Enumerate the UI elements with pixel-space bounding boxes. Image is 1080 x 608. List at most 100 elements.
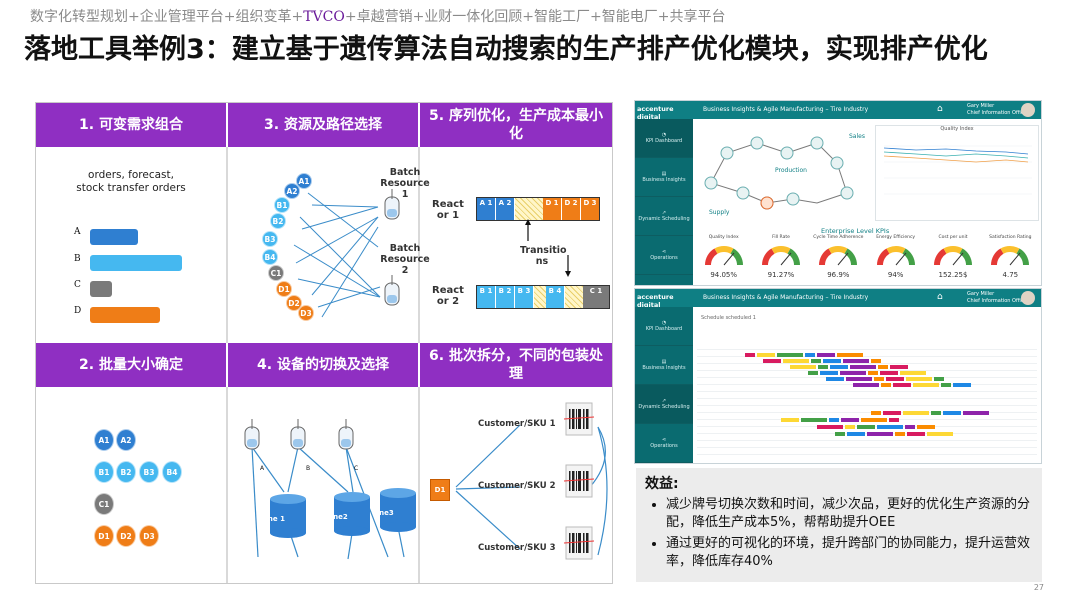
user-name: Gary Miller xyxy=(967,103,995,109)
seq-a2: A 2 xyxy=(496,198,515,220)
reactor-2-label: React or 2 xyxy=(432,285,464,307)
gantt-row-line xyxy=(697,454,1037,455)
demand-bar-c xyxy=(90,281,112,297)
split-diagram xyxy=(455,402,608,560)
gantt-bar xyxy=(906,377,932,381)
gantt-bar xyxy=(841,418,859,422)
sequence-2: B 1 B 2 B 3 B 4 C 1 xyxy=(476,285,610,309)
gantt-bar xyxy=(867,432,893,436)
gantt-bar xyxy=(868,371,878,375)
batch-b4: B4 xyxy=(162,461,182,483)
gantt-bar xyxy=(745,353,755,357)
gantt-bar xyxy=(837,353,863,357)
gantt-bar xyxy=(890,365,908,369)
seq-b2: B 2 xyxy=(496,286,515,308)
chart-icon: ▤ xyxy=(661,171,667,177)
kpi-value: 94% xyxy=(887,271,904,279)
line-1-label: Line 1 xyxy=(261,515,285,523)
benefit-title: 效益: xyxy=(645,476,679,492)
transition-label: Transitio ns xyxy=(520,245,567,267)
gantt-bar xyxy=(903,411,929,415)
gauge-icon: ◔ xyxy=(661,132,667,138)
gantt-row-line xyxy=(697,447,1037,448)
gantt-bar xyxy=(881,383,891,387)
node-b3: B3 xyxy=(262,231,278,247)
gantt-bar xyxy=(850,365,876,369)
dashboard-sidenav: ◔KPI Dashboard ▤Business Insights ↗Dynam… xyxy=(635,119,693,285)
gauge-icon: ◔ xyxy=(661,320,667,326)
nav-kpi-dashboard[interactable]: ◔KPI Dashboard xyxy=(635,119,693,158)
gantt-bar xyxy=(840,371,866,375)
node-d1: D1 xyxy=(276,281,292,297)
kpi-value: 94.05% xyxy=(710,271,738,279)
quality-index-chart: Quality Index xyxy=(875,125,1039,221)
gantt-bar xyxy=(853,383,879,387)
divider xyxy=(226,387,228,583)
chart-lines xyxy=(883,145,1032,195)
cell-header-3: 3. 资源及路径选择 xyxy=(228,103,418,147)
batch-d2: D2 xyxy=(116,525,136,547)
source-d1: D1 xyxy=(430,479,450,501)
kpi-name: Cost per unit xyxy=(938,235,968,240)
customer-sku-3: Customer/SKU 3 xyxy=(478,543,556,553)
tank-a-label: A xyxy=(260,465,265,472)
batch-b1: B1 xyxy=(94,461,114,483)
nav-operations[interactable]: ⋖Operations xyxy=(635,424,693,463)
gantt-bar xyxy=(941,383,951,387)
avatar[interactable] xyxy=(1021,103,1035,117)
gantt-bar xyxy=(927,432,953,436)
node-a1: A1 xyxy=(296,173,312,189)
sequence-1: A 1 A 2 D 1 D 2 D 3 xyxy=(476,197,600,221)
app-title: Business Insights & Agile Manufacturing … xyxy=(703,106,869,113)
gantt-bar xyxy=(811,359,821,363)
kpi-gauge: Fill Rate 91.27% xyxy=(752,235,809,279)
home-icon[interactable]: ⌂ xyxy=(937,104,943,114)
gantt-bar xyxy=(843,359,869,363)
cell-header-5: 5. 序列优化，生产成本最小化 xyxy=(420,103,612,147)
letter-d: D xyxy=(74,306,82,316)
node-d2: D2 xyxy=(286,295,302,311)
gantt-bar xyxy=(917,425,935,429)
seq-transition xyxy=(515,198,543,220)
gantt-bar xyxy=(820,371,838,375)
home-icon[interactable]: ⌂ xyxy=(937,292,943,302)
demand-text: orders, forecast, stock transfer orders xyxy=(76,169,186,194)
batch-a1: A1 xyxy=(94,429,114,451)
gantt-bar xyxy=(823,359,841,363)
seq-a1: A 1 xyxy=(477,198,496,220)
gantt-bar xyxy=(763,359,781,363)
gantt-bar xyxy=(830,365,848,369)
nav-dynamic-scheduling[interactable]: ↗Dynamic Scheduling xyxy=(635,197,693,236)
gantt-chart xyxy=(697,325,1037,459)
kpi-name: Fill Rate xyxy=(772,235,790,240)
demand-bar-b xyxy=(90,255,182,271)
gauge-dial xyxy=(761,246,800,266)
avatar[interactable] xyxy=(1021,291,1035,305)
resource-1-label: Batch Resource 1 xyxy=(380,167,430,200)
nav-kpi-dashboard[interactable]: ◔KPI Dashboard xyxy=(635,307,693,346)
gantt-row-line xyxy=(697,391,1037,392)
kpi-value: 91.27% xyxy=(767,271,795,279)
nav-business-insights[interactable]: ▤Business Insights xyxy=(635,346,693,385)
gantt-bar xyxy=(907,432,925,436)
gantt-bar xyxy=(826,377,844,381)
seq-b1: B 1 xyxy=(477,286,496,308)
method-grid: 1. 可变需求组合 3. 资源及路径选择 5. 序列优化，生产成本最小化 2. … xyxy=(35,102,613,584)
nav-operations[interactable]: ⋖Operations xyxy=(635,236,693,275)
benefit-item: 通过更好的可视化的环境，提升跨部门的协同能力，提升运营效率，降低库存40% xyxy=(666,535,1042,571)
gantt-bar xyxy=(943,411,961,415)
nav-business-insights[interactable]: ▤Business Insights xyxy=(635,158,693,197)
gauge-dial xyxy=(876,246,915,266)
seq-c1: C 1 xyxy=(583,286,609,308)
nav-dynamic-scheduling[interactable]: ↗Dynamic Scheduling xyxy=(635,385,693,424)
gantt-bar xyxy=(886,377,904,381)
batch-a2: A2 xyxy=(116,429,136,451)
divider xyxy=(418,147,420,343)
gantt-bar xyxy=(818,365,828,369)
gantt-bar xyxy=(871,411,881,415)
cell-header-1: 1. 可变需求组合 xyxy=(36,103,226,147)
node-b4: B4 xyxy=(262,249,278,265)
